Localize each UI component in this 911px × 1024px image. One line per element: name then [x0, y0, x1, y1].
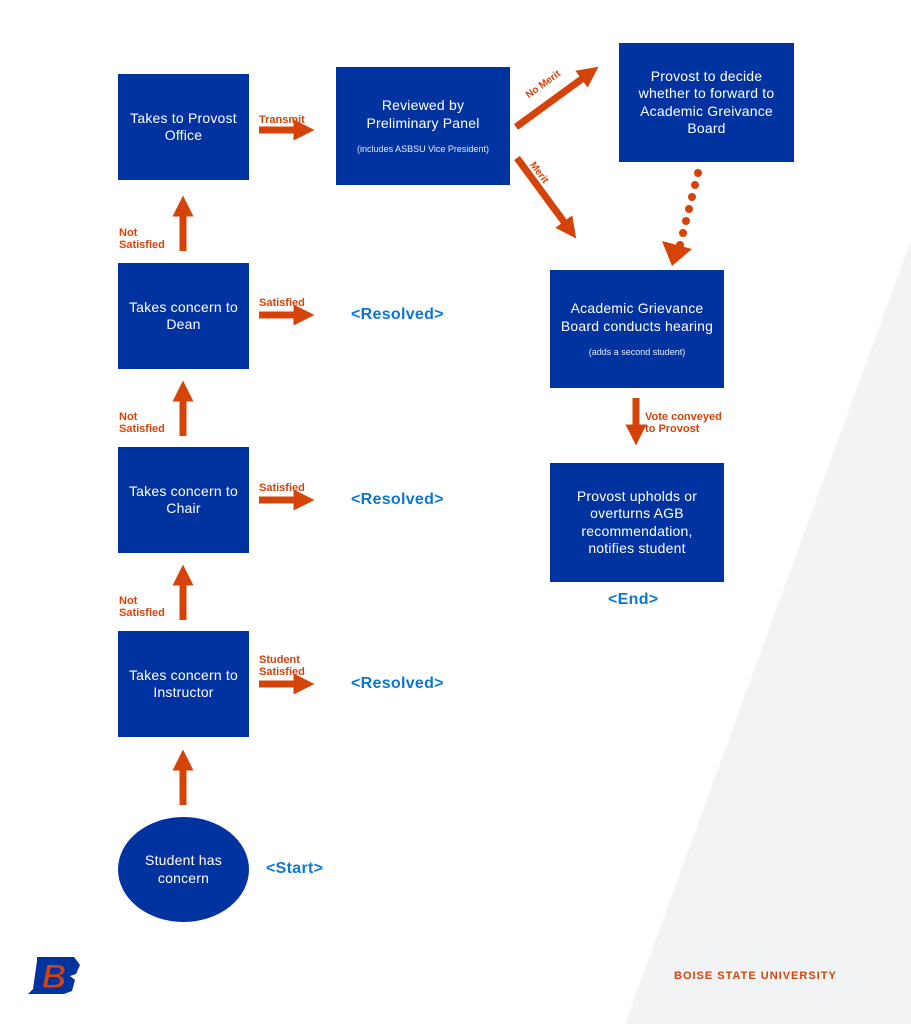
- arrow-no-merit: [513, 66, 599, 130]
- node-provost-final-decision: Provost upholds or overturns AGB recomme…: [550, 463, 724, 582]
- label-satisfied-chair: Satisfied: [259, 482, 305, 494]
- label-transmit: Transmit: [259, 114, 305, 126]
- label-not-satisfied-chair: Not Satisfied: [119, 411, 165, 435]
- node-takes-concern-to-instructor: Takes concern to Instructor: [118, 631, 249, 737]
- node-takes-concern-to-dean: Takes concern to Dean: [118, 263, 249, 369]
- node-panel-subtext: (includes ASBSU Vice President): [357, 144, 489, 154]
- label-start: <Start>: [266, 860, 324, 877]
- node-provost-final-text: Provost upholds or overturns AGB recomme…: [576, 487, 698, 557]
- node-preliminary-panel: Reviewed by Preliminary Panel (includes …: [336, 67, 510, 185]
- node-provost-to-decide: Provost to decide whether to forward to …: [619, 43, 794, 162]
- label-vote-conveyed: Vote conveyed to Provost: [645, 411, 722, 435]
- node-agb-text: Academic Grievance Board conducts hearin…: [560, 300, 714, 334]
- node-agb-subtext: (adds a second student): [588, 347, 686, 357]
- university-name: BOISE STATE UNIVERSITY: [674, 970, 837, 982]
- label-end: <End>: [608, 591, 659, 608]
- label-resolved-dean: <Resolved>: [351, 306, 444, 323]
- arrow-merit: [514, 155, 577, 239]
- label-not-satisfied-dean: Not Satisfied: [119, 227, 165, 251]
- label-resolved-chair: <Resolved>: [351, 491, 444, 508]
- node-takes-concern-to-chair: Takes concern to Chair: [118, 447, 249, 553]
- boise-state-b-logo: B: [28, 957, 80, 995]
- background-diagonal-panel: [625, 240, 911, 1024]
- node-dean-text: Takes concern to Dean: [128, 298, 239, 333]
- node-chair-text: Takes concern to Chair: [128, 482, 239, 517]
- node-provost-decide-text: Provost to decide whether to forward to …: [638, 67, 775, 137]
- dotted-arrow-provost-to-agb: [662, 169, 702, 266]
- node-provost-office-text: Takes to Provost Office: [130, 109, 237, 144]
- label-resolved-instructor: <Resolved>: [351, 675, 444, 692]
- node-panel-text: Reviewed by Preliminary Panel: [366, 97, 480, 131]
- node-instructor-text: Takes concern to Instructor: [128, 666, 239, 701]
- node-takes-to-provost-office: Takes to Provost Office: [118, 74, 249, 180]
- node-student-has-concern: Student has concern: [118, 817, 249, 922]
- node-academic-grievance-board: Academic Grievance Board conducts hearin…: [550, 270, 724, 388]
- node-student-has-concern-text: Student has concern: [145, 852, 222, 886]
- label-not-satisfied-instructor: Not Satisfied: [119, 595, 165, 619]
- label-student-satisfied: Student Satisfied: [259, 654, 305, 678]
- label-satisfied-dean: Satisfied: [259, 297, 305, 309]
- logo-letter: B: [42, 958, 67, 995]
